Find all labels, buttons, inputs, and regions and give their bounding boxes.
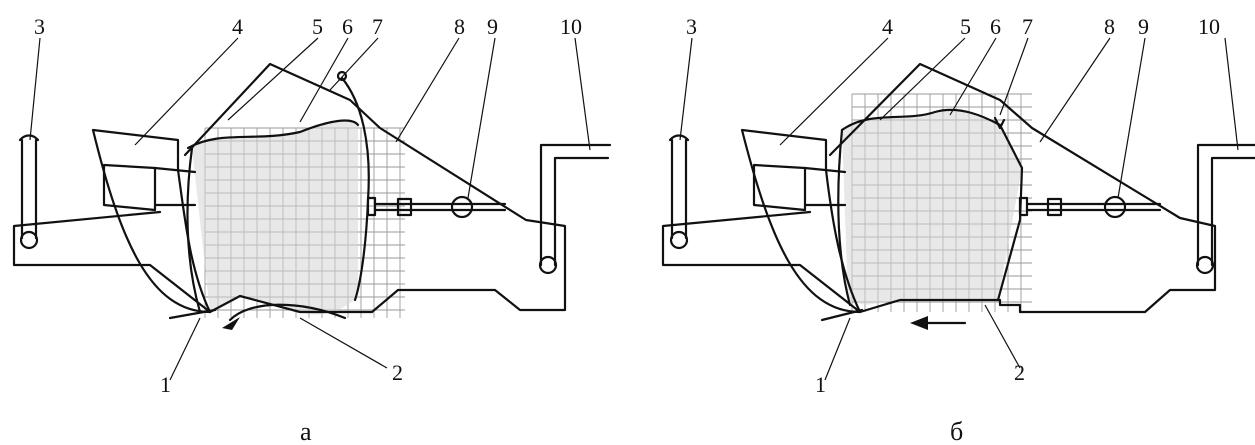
panel-a-material-top xyxy=(186,119,360,150)
panel-b-part-10 xyxy=(1196,143,1255,267)
panel-a-rotation-arrow xyxy=(228,303,347,322)
panel-a-label-4: 4 xyxy=(232,14,243,39)
panel-a-knife xyxy=(168,308,217,320)
panel-a-label-9: 9 xyxy=(487,14,498,39)
panel-b-part-9 xyxy=(1025,202,1162,212)
panel-a-front-plate xyxy=(186,146,202,314)
panel-a-material xyxy=(192,121,358,315)
panel-a-label-3: 3 xyxy=(34,14,45,39)
panel-b-material xyxy=(842,109,1022,306)
panel-a-rod-mount xyxy=(366,196,377,217)
panel-a-weight xyxy=(450,195,474,219)
panel-b-label-9: 9 xyxy=(1138,14,1149,39)
panel-a-label-1: 1 xyxy=(160,372,171,397)
panel-b-roller-left xyxy=(669,230,689,250)
panel-a-part-3 xyxy=(18,134,40,240)
panel-a-housing xyxy=(12,62,567,314)
panel-b-label-4: 4 xyxy=(882,14,893,39)
panel-b-label-7: 7 xyxy=(1022,14,1033,39)
panel-b-box xyxy=(752,163,807,212)
panel-b-coupling xyxy=(1046,197,1063,217)
panel-a-part-9 xyxy=(373,202,507,212)
panel-a-roller-left xyxy=(19,230,39,250)
panel-a-roller-right xyxy=(538,255,558,275)
panel-a-coupling xyxy=(396,197,413,217)
panel-b-label-1: 1 xyxy=(815,372,826,397)
panel-b-lever xyxy=(661,210,812,234)
panel-a-label-10: 10 xyxy=(560,14,582,39)
panel-a-leaders xyxy=(29,37,591,381)
panel-a-box xyxy=(102,163,157,212)
panel-a-label-6: 6 xyxy=(342,14,353,39)
panel-b-label-3: 3 xyxy=(686,14,697,39)
panel-a-label-8: 8 xyxy=(454,14,465,39)
panel-a-pivot xyxy=(336,70,348,82)
panel-a-lever xyxy=(12,210,162,234)
panel-b-rod-mount xyxy=(1018,196,1029,217)
panel-a: 3 4 5 6 7 8 9 10 1 2 а xyxy=(12,14,612,445)
panel-b-leaders xyxy=(679,37,1239,381)
panel-b-front-plate xyxy=(837,128,852,307)
panel-b-label-10: 10 xyxy=(1198,14,1220,39)
panel-b-material-top xyxy=(840,108,1002,132)
panel-b-part-3 xyxy=(668,134,690,240)
panel-b-pivot xyxy=(993,116,1006,130)
panel-b-label-5: 5 xyxy=(960,14,971,39)
panel-b-label-2: 2 xyxy=(1014,360,1025,385)
panel-a-part-10 xyxy=(539,143,612,267)
panel-b-roller-right xyxy=(1195,255,1215,275)
panel-b-weight xyxy=(1103,195,1127,219)
panel-b-knife xyxy=(820,308,864,322)
panel-b-arrow-head xyxy=(910,316,928,330)
panel-b-part-4 xyxy=(740,128,862,314)
panel-a-label-7: 7 xyxy=(372,14,383,39)
panel-b-label-8: 8 xyxy=(1104,14,1115,39)
panel-b: 3 4 5 6 7 8 9 10 1 2 б xyxy=(661,14,1255,445)
panel-a-label-2: 2 xyxy=(392,360,403,385)
panel-a-label-5: 5 xyxy=(312,14,323,39)
panel-b-caption: б xyxy=(950,417,963,445)
panel-a-arrow-head xyxy=(222,317,240,330)
panel-b-label-6: 6 xyxy=(990,14,1001,39)
panel-b-part-7 xyxy=(996,123,1024,302)
panel-a-caption: а xyxy=(300,417,312,445)
